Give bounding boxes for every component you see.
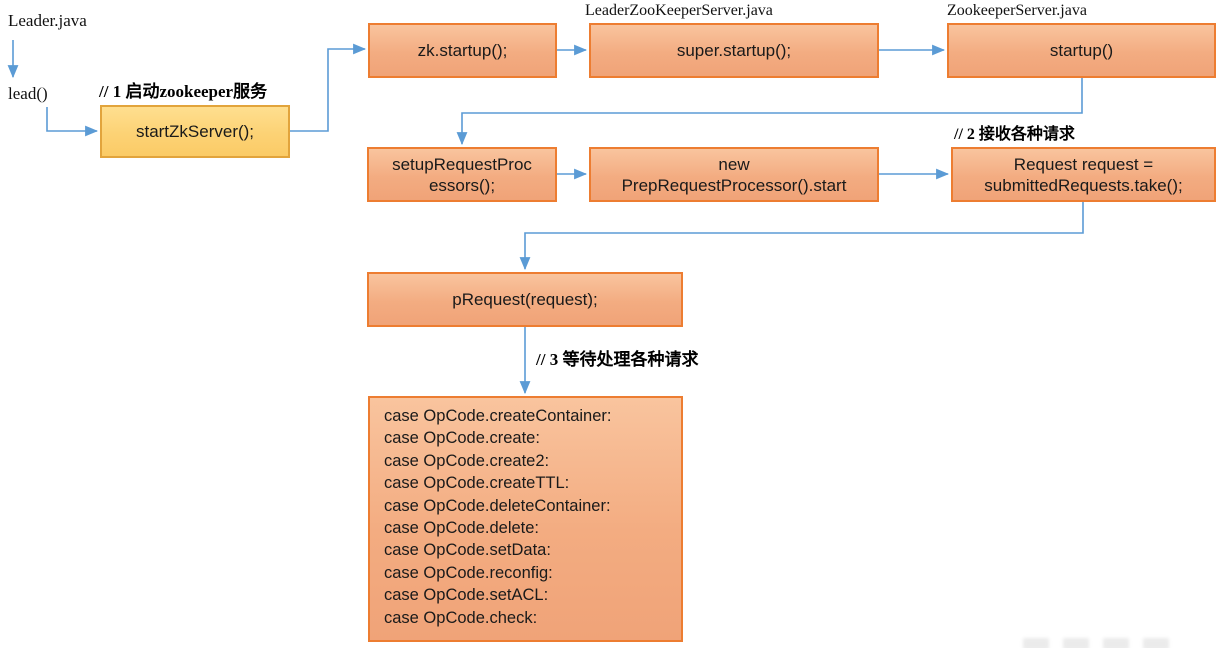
node-setup-request-processors: setupRequestProc essors();: [367, 147, 557, 202]
arrow-request-to-prequest: [519, 202, 1084, 271]
watermark: [1023, 638, 1213, 648]
label-leaderzookeeperserver-java: LeaderZooKeeperServer.java: [585, 2, 773, 19]
node-startup-label: startup(): [1049, 41, 1114, 60]
case-line: case OpCode.setACL:: [384, 586, 549, 605]
case-line: case OpCode.delete:: [384, 519, 540, 538]
node-super-startup-label: super.startup();: [676, 41, 792, 60]
arrow-startzkserver-to-zkstartup: [290, 43, 367, 132]
arrow-lead-to-startzkserver: [46, 107, 99, 137]
node-p-request-label: pRequest(request);: [452, 290, 598, 309]
label-lead: lead(): [8, 84, 48, 103]
case-line: case OpCode.deleteContainer:: [384, 496, 611, 515]
case-line: case OpCode.check:: [384, 608, 538, 627]
node-start-zk-server-label: startZkServer();: [135, 122, 255, 141]
label-leader-java: Leader.java: [8, 11, 87, 30]
node-zk-startup-label: zk.startup();: [417, 41, 508, 60]
node-opcode-case-list: case OpCode.createContainer: case OpCode…: [368, 396, 683, 642]
watermark-fragment: [1063, 638, 1089, 648]
case-line: case OpCode.create2:: [384, 451, 550, 470]
watermark-fragment: [1103, 638, 1129, 648]
node-super-startup: super.startup();: [589, 23, 879, 78]
node-start-zk-server: startZkServer();: [100, 105, 290, 158]
case-line: case OpCode.setData:: [384, 541, 551, 560]
watermark-fragment: [1143, 638, 1169, 648]
comment-3-wait-process-requests: // 3 等待处理各种请求: [536, 350, 699, 369]
case-line: case OpCode.reconfig:: [384, 563, 553, 582]
node-new-prep-request-processor: new PrepRequestProcessor().start: [589, 147, 879, 202]
node-startup: startup(): [947, 23, 1216, 78]
case-line: case OpCode.createTTL:: [384, 474, 570, 493]
node-setup-request-processors-line1: setupRequestProc: [392, 154, 532, 174]
node-request-take: Request request = submittedRequests.take…: [951, 147, 1216, 202]
node-request-take-line2: submittedRequests.take();: [984, 175, 1183, 195]
comment-1-start-zookeeper-service: // 1 启动zookeeper服务: [99, 82, 268, 101]
case-line: case OpCode.createContainer:: [384, 407, 612, 425]
comment-2-receive-requests: // 2 接收各种请求: [954, 126, 1075, 143]
node-request-take-line1: Request request =: [1013, 154, 1154, 174]
label-zookeeperserver-java: ZookeeperServer.java: [947, 2, 1087, 19]
node-zk-startup: zk.startup();: [368, 23, 557, 78]
case-line: case OpCode.create:: [384, 429, 540, 448]
node-new-prep-request-processor-line2: PrepRequestProcessor().start: [621, 175, 847, 195]
watermark-fragment: [1023, 638, 1049, 648]
node-new-prep-request-processor-line1: new: [718, 154, 750, 174]
node-p-request: pRequest(request);: [367, 272, 683, 327]
node-setup-request-processors-line2: essors();: [428, 175, 496, 195]
